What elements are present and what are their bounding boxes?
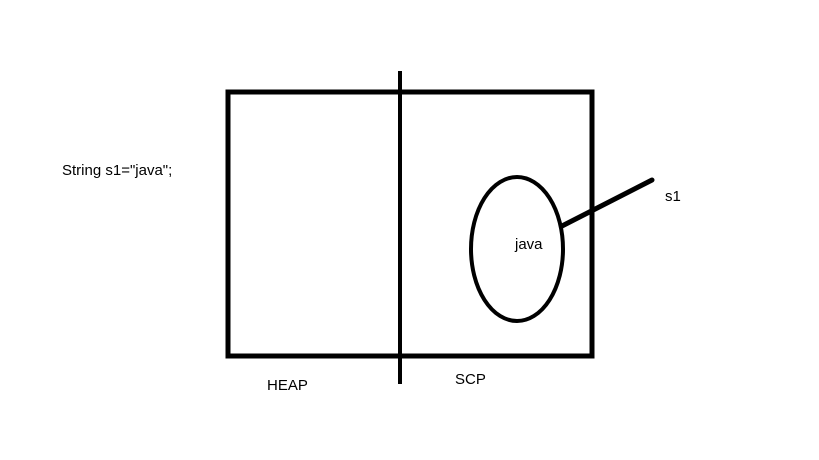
java-string-object	[469, 175, 565, 323]
string-object-label: java	[515, 236, 543, 253]
reference-variable-label: s1	[665, 188, 681, 205]
memory-box	[225, 89, 595, 359]
s1-reference-line	[559, 177, 655, 229]
scp-area-label: SCP	[455, 371, 486, 388]
code-statement-label: String s1="java";	[62, 162, 173, 179]
heap-area-label: HEAP	[267, 377, 308, 394]
